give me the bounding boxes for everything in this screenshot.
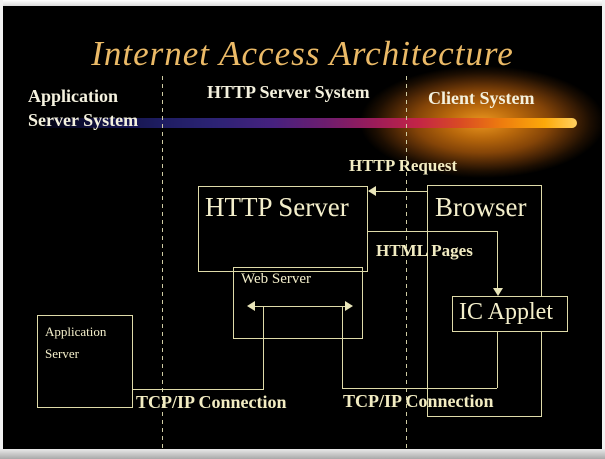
- lane-label-client-system: Client System: [428, 88, 535, 108]
- http-request-label: HTTP Request: [349, 156, 458, 175]
- http-server-box: HTTP Server: [198, 186, 368, 272]
- application-server-box-label: Application Server: [45, 324, 107, 361]
- tcp-connection-left-label: TCP/IP Connection: [136, 392, 287, 412]
- slide-title: Internet Access Architecture: [91, 34, 514, 73]
- arrowhead-down-icon: [493, 288, 503, 296]
- arrowhead-right-icon: [345, 301, 353, 311]
- http-server-box-label: HTTP Server: [205, 192, 349, 222]
- tcp-connection-right-label: TCP/IP Connection: [343, 391, 494, 411]
- ic-applet-box-label: IC Applet: [459, 299, 553, 325]
- tcp-right-horizontal-line: [342, 388, 497, 389]
- gradient-bar: [44, 118, 577, 128]
- arrowhead-left-icon: [247, 301, 255, 311]
- tcp-right-vertical-line: [342, 306, 343, 388]
- html-pages-label: HTML Pages: [376, 241, 473, 260]
- frame-edge-top: [0, 0, 605, 6]
- web-server-box: Web Server: [233, 267, 363, 339]
- frame-edge-right: [602, 0, 605, 459]
- tcp-left-vertical-line: [263, 306, 264, 389]
- frame-edge-left: [0, 0, 3, 459]
- ic-applet-down-line: [497, 332, 498, 388]
- browser-box-label: Browser: [435, 192, 527, 222]
- lane-label-application-server-system: Application Server System: [28, 86, 139, 130]
- web-server-double-arrow-line: [252, 306, 348, 307]
- lane-separator-right: [406, 76, 407, 449]
- arrowhead-left-icon: [368, 186, 376, 196]
- html-pages-line-vertical: [497, 231, 498, 290]
- ic-applet-box: IC Applet: [452, 296, 568, 332]
- frame-edge-bottom: [0, 449, 605, 459]
- lane-separator-left: [162, 76, 163, 449]
- tcp-left-horizontal-line: [133, 389, 264, 390]
- lane-label-http-server-system: HTTP Server System: [207, 82, 370, 102]
- http-request-line: [369, 191, 427, 192]
- browser-box: Browser: [427, 185, 542, 417]
- html-pages-line-horizontal: [368, 231, 498, 232]
- application-server-box: Application Server: [37, 315, 133, 408]
- web-server-box-label: Web Server: [241, 271, 312, 287]
